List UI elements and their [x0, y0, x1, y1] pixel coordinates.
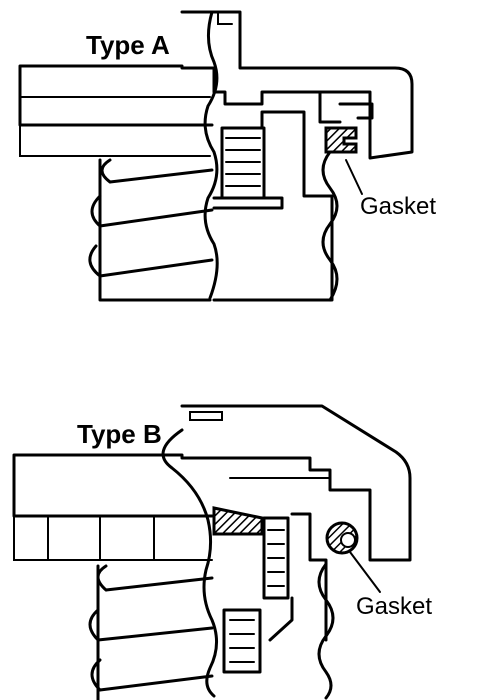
type-b-gasket-label: Gasket — [356, 593, 432, 620]
type-a-title: Type A — [86, 30, 170, 60]
type-a-filler-neck — [212, 110, 334, 302]
type-b-neck-wall — [317, 562, 335, 700]
type-b-spring — [267, 529, 285, 587]
type-a-valve — [212, 90, 342, 302]
type-b-valve — [212, 506, 328, 674]
type-a-cap-skirt — [19, 124, 211, 157]
type-a-neck — [98, 158, 212, 302]
type-b-threads — [88, 564, 214, 692]
type-b-cap-body — [12, 404, 412, 562]
type-b-upper-seal — [212, 506, 264, 536]
type-b-title: Type B — [77, 419, 162, 449]
type-b-cap-skirt — [13, 515, 213, 561]
type-b-figure: Type B Gasket — [12, 404, 432, 700]
type-b-filler-neck — [290, 512, 328, 642]
type-a-figure: Type A Gasket — [18, 10, 436, 302]
type-b-gasket-leader — [349, 551, 381, 593]
type-b-cap-tab — [189, 411, 223, 421]
type-a-gasket-label: Gasket — [360, 193, 436, 220]
type-b-cutaway-edge — [161, 428, 218, 698]
type-a-gasket-leader — [345, 159, 363, 195]
type-a-gasket — [324, 126, 358, 154]
type-a-cap-tab — [217, 11, 233, 25]
type-a-spring — [225, 137, 261, 187]
type-a-cap-body — [18, 10, 414, 160]
type-a-threads — [88, 158, 214, 278]
type-b-cap-ribs — [47, 515, 155, 561]
type-a-neck-wall — [321, 150, 339, 302]
type-a-cutaway-edge — [203, 10, 219, 300]
